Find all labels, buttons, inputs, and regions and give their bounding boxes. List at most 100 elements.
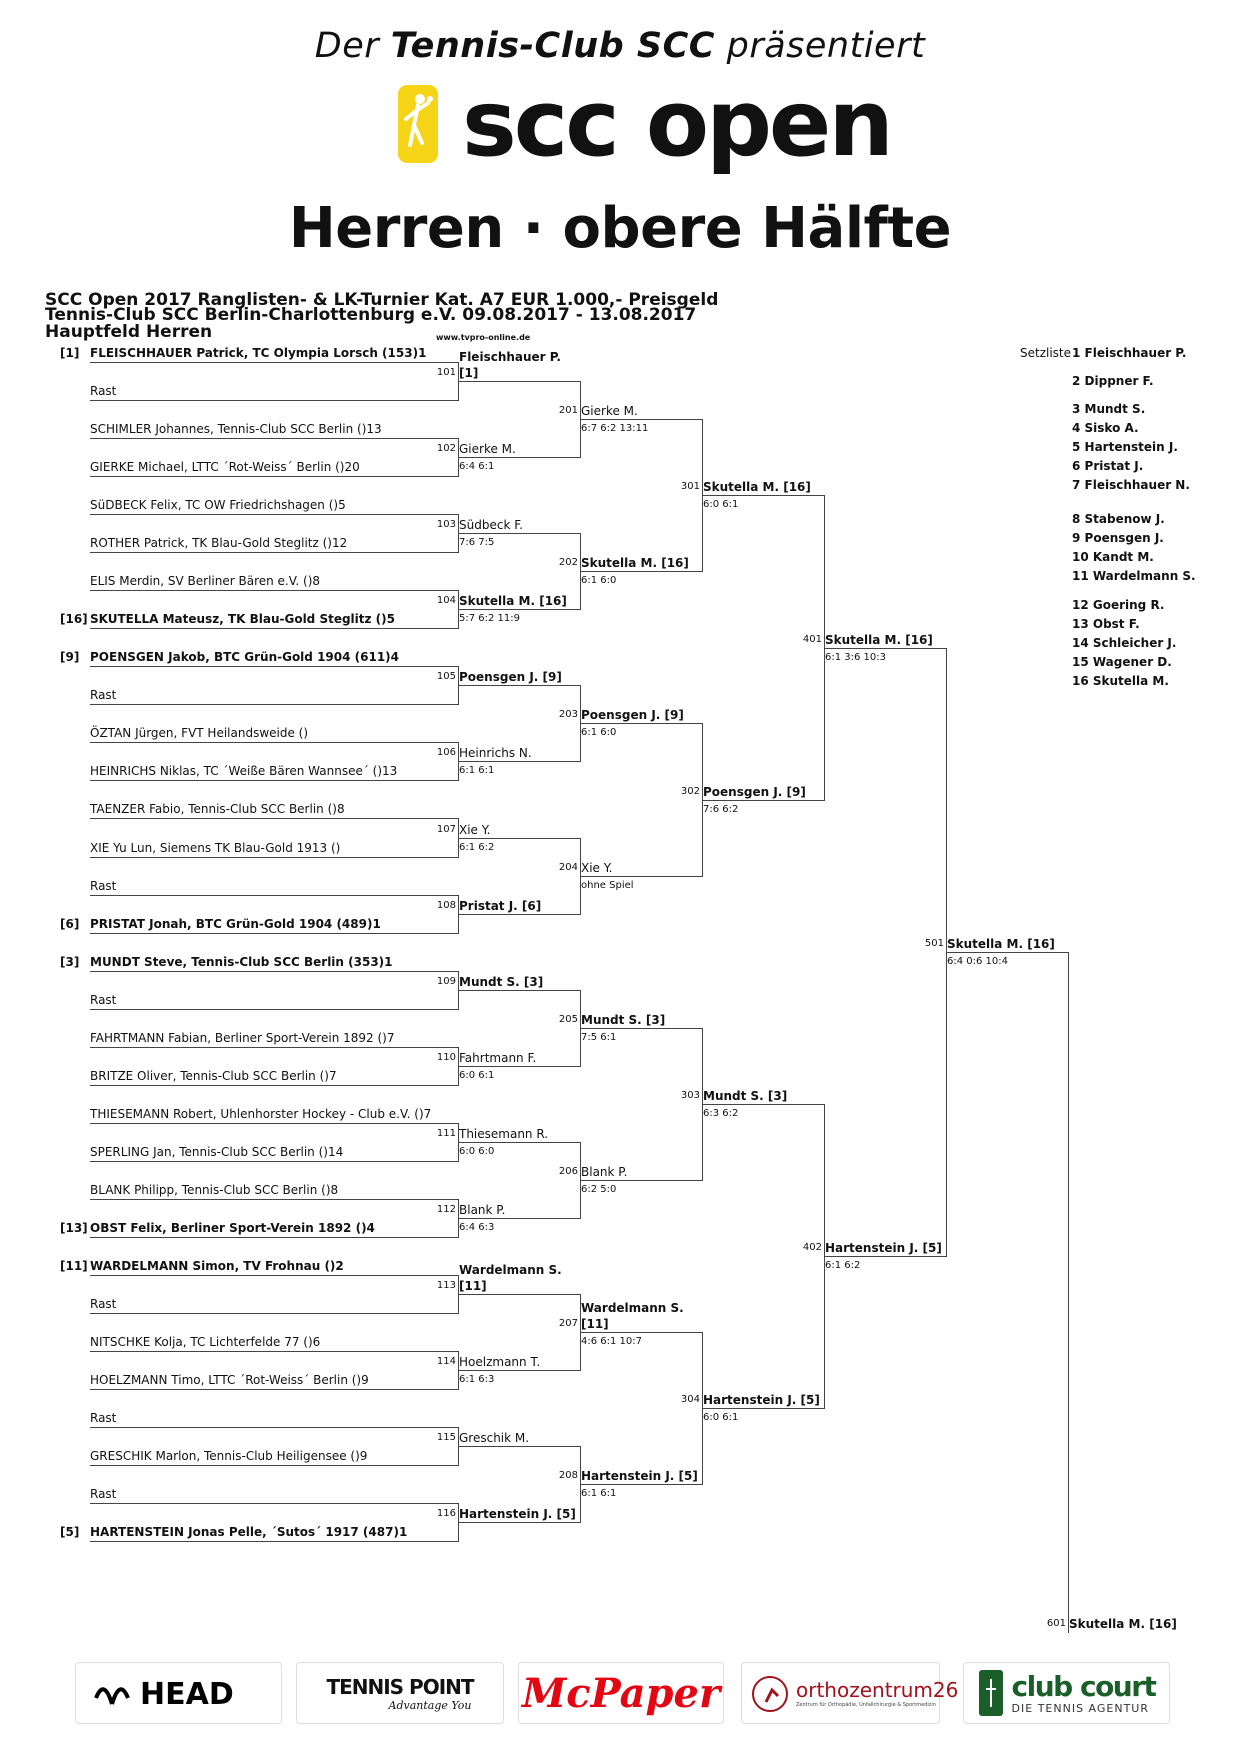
player-entry: HARTENSTEIN Jonas Pelle, ´Sutos´ 1917 (4… [90,1525,408,1539]
match-score: 6:1 6:2 [825,1260,861,1271]
match-winner: Wardelmann S. [11] [459,1263,562,1293]
player-seed: [3] [60,955,80,969]
bracket-line [580,1180,702,1181]
match-winner: Hartenstein J. [5] [825,1241,942,1255]
bracket-line [90,1275,458,1276]
setzliste-item: 4 Sisko A. [1072,421,1139,435]
bracket-line [702,1104,824,1105]
match-number: 107 [436,824,456,835]
bracket-line [90,362,458,363]
player-entry: ÖZTAN Jürgen, FVT Heilandsweide () [90,726,309,740]
intro-prefix: Der [314,26,391,66]
bracket-line [90,818,458,819]
match-number: 116 [436,1508,456,1519]
bracket-line [90,742,458,743]
bracket-line [1068,952,1069,1633]
match-number: 205 [558,1014,578,1025]
match-score: 6:0 6:1 [703,499,739,510]
tournament-venue: Tennis-Club SCC Berlin-Charlottenburg e.… [45,305,697,325]
match-winner: Mundt S. [3] [581,1013,666,1027]
match-number: 601 [1046,1618,1066,1629]
match-number: 103 [436,519,456,530]
bracket-line [458,685,580,686]
player-entry: SPERLING Jan, Tennis-Club SCC Berlin ()1… [90,1145,344,1159]
intro-suffix: präsentiert [714,26,926,66]
player-entry: SüDBECK Felix, TC OW Friedrichshagen ()5 [90,498,346,512]
player-entry: MUNDT Steve, Tennis-Club SCC Berlin (353… [90,955,393,969]
sponsor-orthozentrum: orthozentrum26 Zentrum für Orthopädie, U… [741,1662,958,1724]
bracket-line [90,1047,458,1048]
setzliste-item: 15 Wagener D. [1072,655,1172,669]
match-number: 105 [436,671,456,682]
bracket-line [824,648,946,649]
setzliste-item: 2 Dippner F. [1072,374,1154,388]
match-score: 7:6 6:2 [703,804,739,815]
match-score: 7:5 6:1 [581,1032,617,1043]
match-number: 115 [436,1432,456,1443]
player-entry: TAENZER Fabio, Tennis-Club SCC Berlin ()… [90,802,345,816]
setzliste-item: 12 Goering R. [1072,598,1165,612]
match-score: 7:6 7:5 [459,537,495,548]
match-score: 6:1 6:0 [581,575,617,586]
player-entry: Rast [90,879,117,893]
match-winner: Skutella M. [16] [825,633,933,647]
match-winner: Greschik M. [459,1431,530,1445]
bracket-line [458,1294,580,1295]
bracket-line [90,780,458,781]
bracket-line [90,590,458,591]
sponsor-head: HEAD [75,1662,282,1724]
player-entry: WARDELMANN Simon, TV Frohnau ()2 [90,1259,344,1273]
match-winner: Fahrtmann F. [459,1051,537,1065]
player-seed: [5] [60,1525,80,1539]
sponsor-tagline: Zentrum für Orthopädie, Unfallchirurgie … [796,1702,936,1708]
match-number: 208 [558,1470,578,1481]
player-entry: Rast [90,1487,117,1501]
player-entry: GIERKE Michael, LTTC ´Rot-Weiss´ Berlin … [90,460,360,474]
setzliste-item: 14 Schleicher J. [1072,636,1177,650]
bracket-line [458,1446,580,1447]
player-entry: Rast [90,1411,117,1425]
player-entry: SCHIMLER Johannes, Tennis-Club SCC Berli… [90,422,382,436]
match-number: 401 [802,634,822,645]
bracket-line [458,990,580,991]
match-number: 111 [436,1128,456,1139]
match-number: 301 [680,481,700,492]
match-winner: Skutella M. [16] [703,480,811,494]
setzliste-item: 10 Kandt M. [1072,550,1154,564]
match-score: ohne Spiel [581,880,634,891]
match-winner: Skutella M. [16] [581,556,689,570]
bracket-line [458,457,580,458]
bracket-line [580,1484,702,1485]
bracket-line [702,1408,824,1409]
player-entry: HOELZMANN Timo, LTTC ´Rot-Weiss´ Berlin … [90,1373,369,1387]
match-number: 204 [558,862,578,873]
bracket-line [90,476,458,477]
match-winner: Fleischhauer P. [1] [459,350,561,380]
match-winner: Mundt S. [3] [703,1089,788,1103]
match-winner: Thiesemann R. [459,1127,549,1141]
match-number: 304 [680,1394,700,1405]
bracket-line [90,1237,458,1238]
match-score: 6:1 6:1 [581,1488,617,1499]
match-score: 6:2 5:0 [581,1184,617,1195]
player-entry: XIE Yu Lun, Siemens TK Blau-Gold 1913 () [90,841,341,855]
match-score: 6:1 6:0 [581,727,617,738]
match-number: 110 [436,1052,456,1063]
bracket-line [90,1389,458,1390]
sponsor-club-court: club court DIE TENNIS AGENTUR [963,1662,1170,1724]
bracket-line [90,1313,458,1314]
match-winner: Xie Y. [581,861,613,875]
sponsor-name: TENNIS POINT [326,1674,474,1699]
bracket-line [90,1123,458,1124]
bracket-line [580,1028,702,1029]
bracket-line [90,438,458,439]
player-seed: [6] [60,917,80,931]
bracket-line [458,609,580,610]
match-winner: Südbeck F. [459,518,523,532]
player-entry: Rast [90,688,117,702]
bracket-line [580,1332,702,1333]
setzliste-item: 8 Stabenow J. [1072,512,1165,526]
bracket-line [90,514,458,515]
scc-open-logo: scc open [398,78,894,170]
